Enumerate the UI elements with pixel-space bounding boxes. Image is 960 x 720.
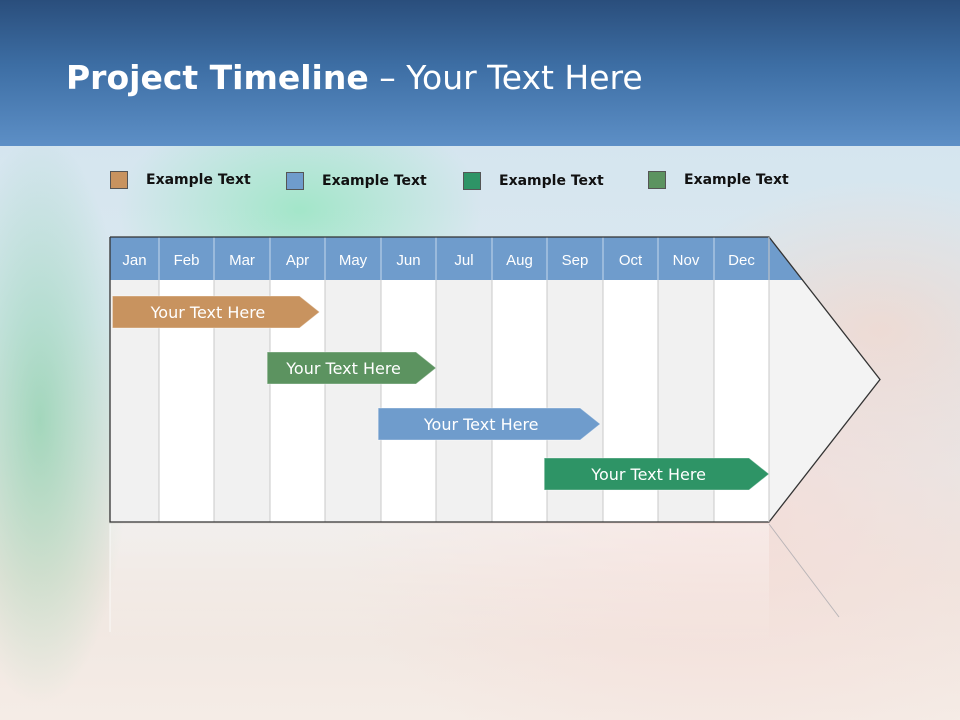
slide-title: Project Timeline – Your Text Here — [66, 58, 643, 97]
legend-item-3: Example Text — [463, 171, 604, 191]
month-column-aug — [492, 280, 547, 522]
month-label-jul: Jul — [454, 252, 473, 269]
arrow-tip — [769, 237, 880, 522]
month-label-nov: Nov — [673, 252, 700, 269]
task-bar-4 — [543, 457, 770, 491]
legend-item-4: Example Text — [648, 170, 789, 190]
month-column-may — [325, 280, 381, 522]
month-label-jun: Jun — [396, 252, 420, 269]
month-column-jul — [436, 280, 492, 522]
title-bold: Project Timeline — [66, 58, 369, 97]
legend-item-1: Example Text — [110, 170, 251, 190]
legend-swatch-2 — [286, 172, 304, 190]
legend-label-3: Example Text — [499, 173, 604, 189]
task-label-1: Your Text Here — [150, 303, 266, 322]
title-banner: Project Timeline – Your Text Here — [0, 0, 960, 146]
title-rest: – Your Text Here — [368, 58, 643, 97]
month-label-sep: Sep — [562, 252, 589, 269]
timeline-reflection — [109, 523, 840, 644]
task-label-4: Your Text Here — [590, 465, 706, 484]
outline-shape — [109, 236, 881, 523]
legend-swatch-3 — [463, 172, 481, 190]
legend-item-2: Example Text — [286, 171, 427, 191]
legend-swatch-4 — [648, 171, 666, 189]
month-label-feb: Feb — [174, 252, 200, 269]
task-bar-1 — [111, 295, 321, 329]
legend-label-4: Example Text — [684, 172, 789, 188]
month-label-oct: Oct — [619, 252, 643, 269]
task-label-3: Your Text Here — [423, 415, 539, 434]
timeline-outline — [109, 236, 881, 523]
month-label-dec: Dec — [728, 252, 755, 269]
month-label-aug: Aug — [506, 252, 533, 269]
legend-label-2: Example Text — [322, 173, 427, 189]
task-bar-3 — [377, 407, 602, 441]
header-fill — [110, 237, 769, 280]
month-column-jun — [381, 280, 436, 522]
month-header-band: Jan Feb Mar Apr May Jun Jul Aug Sep Oct Nov Dec — [110, 237, 803, 280]
task-label-2: Your Text Here — [285, 359, 401, 378]
legend-swatch-1 — [110, 171, 128, 189]
reflection-tip-edge — [768, 523, 840, 618]
reflection-area — [110, 524, 769, 644]
task-bar-2 — [266, 351, 437, 385]
month-label-jan: Jan — [122, 252, 146, 269]
month-label-may: May — [339, 252, 368, 269]
month-label-mar: Mar — [229, 252, 255, 269]
month-label-apr: Apr — [286, 252, 309, 269]
legend-label-1: Example Text — [146, 172, 251, 188]
